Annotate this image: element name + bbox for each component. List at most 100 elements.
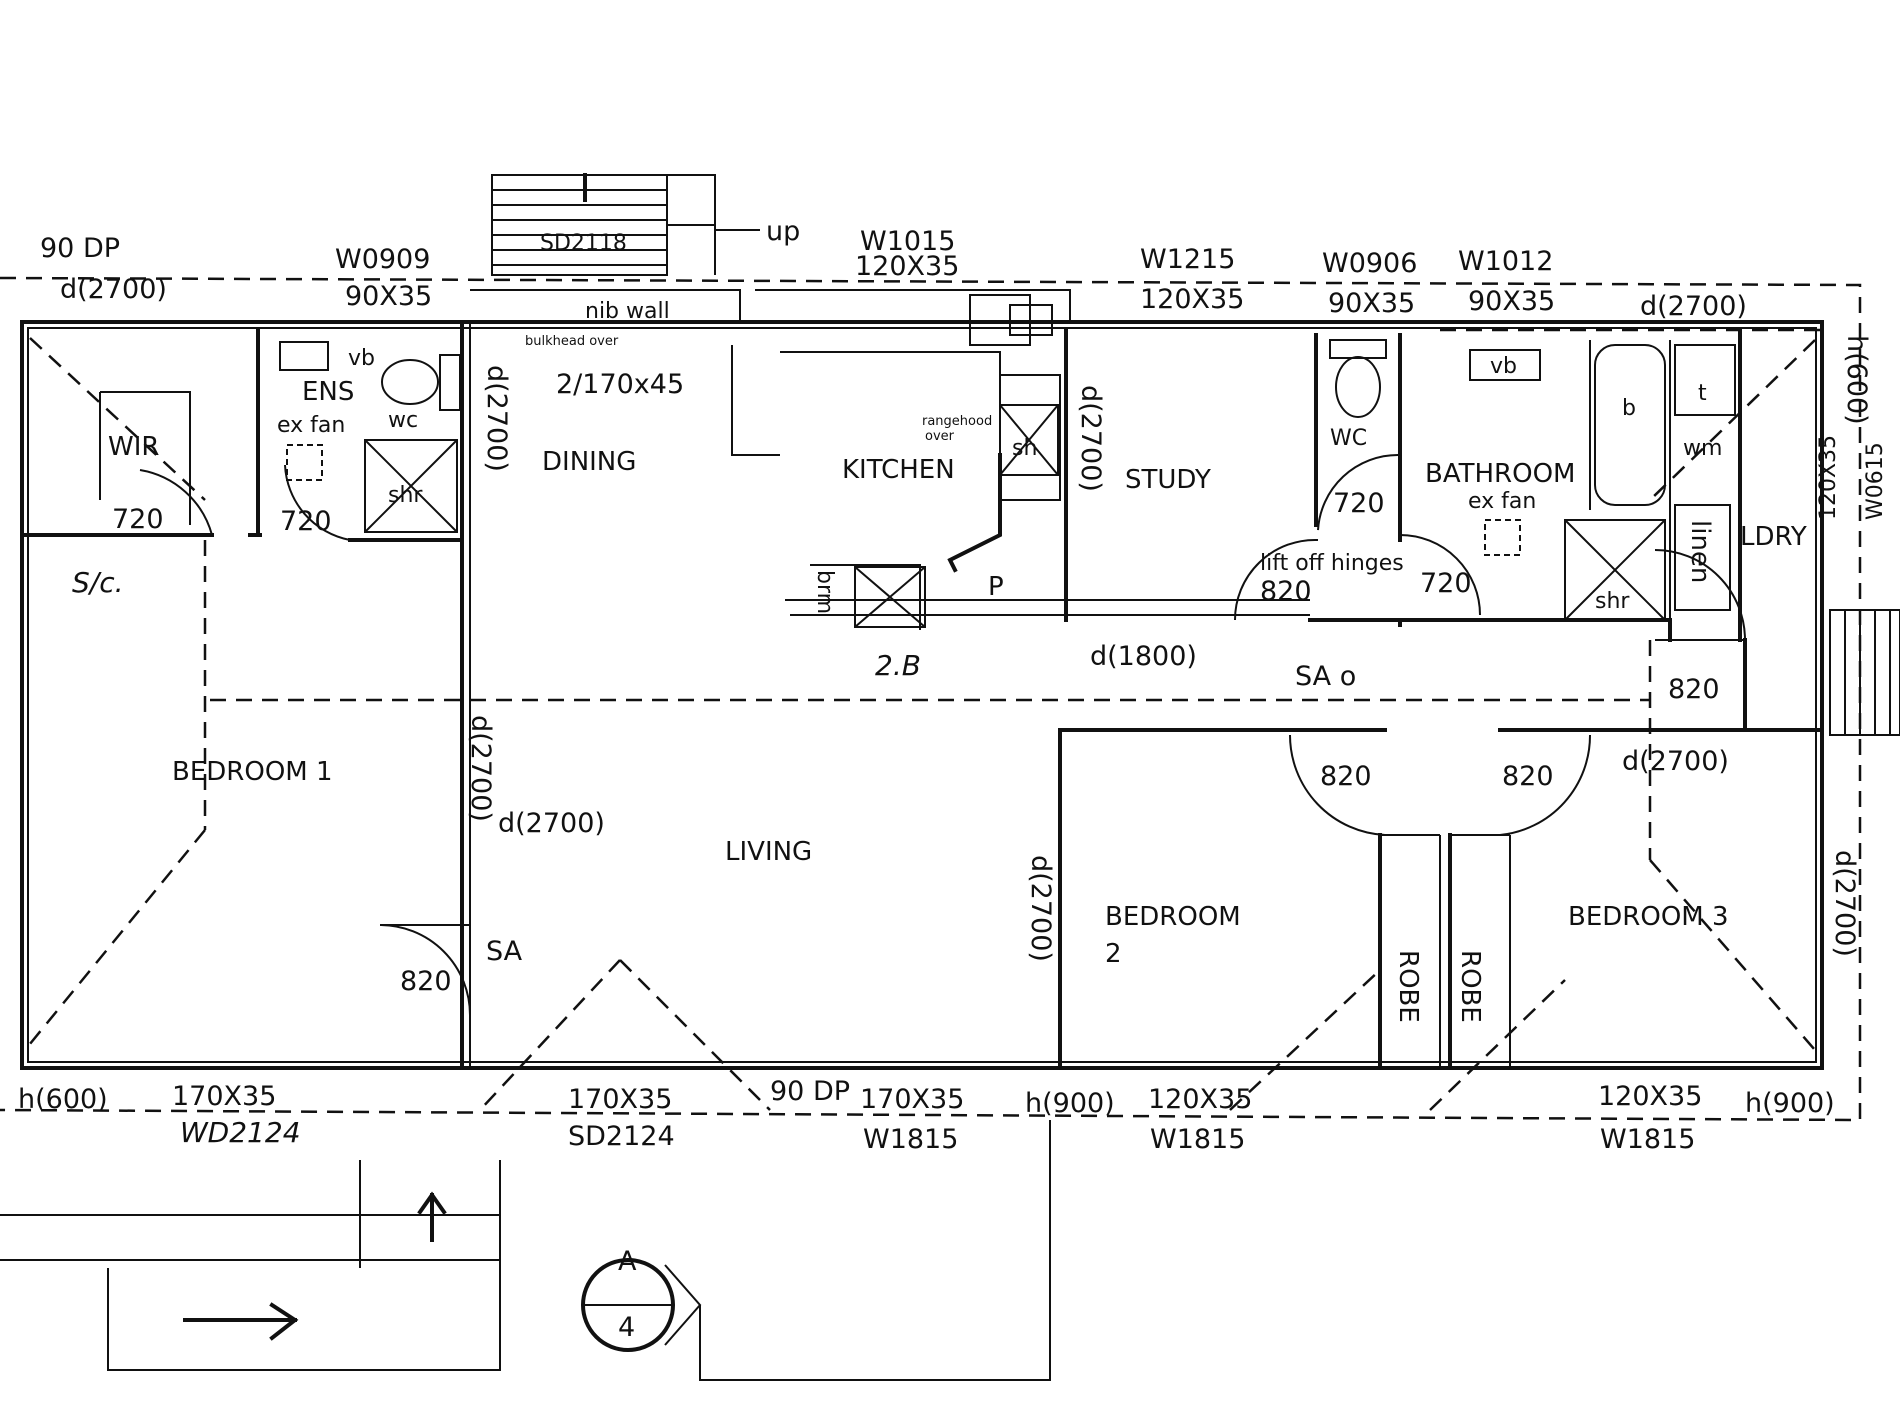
label-bulkhead: bulkhead over	[525, 334, 619, 349]
dim-d2700-bed3: d(2700)	[1622, 746, 1729, 777]
label-section-letter: A	[618, 1246, 637, 1277]
dim-d2700-vert-bed2: d(2700)	[1025, 855, 1056, 962]
label-section-number: 4	[618, 1312, 635, 1343]
dim-w0906: W0906	[1322, 248, 1417, 279]
fixture-labels: vb wc shr ex fan WC vb b t wm ex fan shr…	[40, 216, 1722, 1343]
label-up: up	[766, 216, 800, 247]
room-labels: WIR ENS BEDROOM 1 DINING KITCHEN STUDY B…	[108, 377, 1807, 1023]
label-wc: WC	[1330, 426, 1367, 451]
dim-170x35-c: 170X35	[860, 1084, 964, 1115]
label-sh-kitchen: sh	[1012, 436, 1037, 461]
dim-d2700-living: d(2700)	[498, 808, 605, 839]
label-beam: 2/170x45	[556, 369, 684, 400]
dim-90x35-c: 90X35	[1468, 286, 1555, 317]
label-bathroom: BATHROOM	[1425, 459, 1575, 489]
internal-walls	[20, 289, 1822, 1070]
label-kitchen: KITCHEN	[842, 455, 955, 485]
label-dining: DINING	[542, 447, 636, 477]
label-tub: t	[1698, 381, 1707, 406]
label-pantry: P	[988, 572, 1004, 602]
door-720-bath: 720	[1420, 568, 1472, 599]
dim-d2700-vert-right: d(2700)	[1829, 850, 1860, 957]
label-bedroom2: BEDROOM	[1105, 902, 1241, 932]
dim-d2700-top-left: d(2700)	[60, 274, 167, 305]
dim-d1800: d(1800)	[1090, 641, 1197, 672]
label-bedroom1: BEDROOM 1	[172, 757, 333, 787]
dim-120x35-d: 120X35	[1598, 1081, 1702, 1112]
door-720-wir: 720	[112, 504, 164, 535]
label-wir: WIR	[108, 432, 159, 462]
dim-90x35-b: 90X35	[1328, 288, 1415, 319]
label-bedroom3: BEDROOM 3	[1568, 902, 1729, 932]
handwritten-notes: S/c. 2.B	[72, 566, 921, 682]
dim-d2700-vert-ens: d(2700)	[481, 365, 512, 472]
dim-w1815-a: W1815	[863, 1124, 958, 1155]
label-linen: linen	[1685, 520, 1715, 583]
outer-walls	[20, 320, 1824, 1070]
label-ldry: LDRY	[1740, 522, 1807, 552]
label-study: STUDY	[1125, 465, 1211, 495]
dim-170x35-a: 170X35	[172, 1081, 276, 1112]
dim-h900-b: h(900)	[1745, 1088, 1835, 1119]
dim-120x35-b: 120X35	[1140, 284, 1244, 315]
label-dp-top: 90 DP	[40, 233, 120, 264]
dim-d2700-top-right: d(2700)	[1640, 291, 1747, 322]
label-lift-off: lift off hinges	[1260, 551, 1404, 576]
dim-120x35-c: 120X35	[1148, 1084, 1252, 1115]
dim-w1015: W1015	[860, 226, 955, 257]
label-dp-bottom: 90 DP	[770, 1076, 850, 1107]
dim-d2700-vert-kitchen: d(2700)	[1075, 385, 1106, 492]
label-rangehood: rangehood	[922, 414, 992, 429]
note-sc: S/c.	[72, 566, 124, 599]
dim-h600: h(600)	[18, 1084, 108, 1115]
dim-90x35-a: 90X35	[345, 281, 432, 312]
label-nib-wall: nib wall	[585, 299, 670, 324]
label-wc-ens: wc	[388, 408, 418, 433]
dim-120x35-a: 120X35	[855, 251, 959, 282]
dim-wd2124: WD2124	[180, 1116, 301, 1149]
note-2b: 2.B	[875, 649, 921, 682]
dim-h900-a: h(900)	[1025, 1088, 1115, 1119]
door-820-ldry: 820	[1668, 674, 1720, 705]
label-sa-living: SA	[486, 936, 523, 967]
label-rangehood-over: over	[925, 429, 955, 444]
label-sd-top: SD2118	[540, 231, 627, 256]
fixtures	[0, 173, 1900, 1381]
label-living: LIVING	[725, 837, 812, 867]
dim-w0909: W0909	[335, 244, 430, 275]
dim-170x35-b: 170X35	[568, 1084, 672, 1115]
eaves-outline	[0, 276, 1862, 1122]
label-ex-fan-bath: ex fan	[1468, 489, 1536, 514]
label-vb-bath: vb	[1490, 354, 1517, 379]
label-vb: vb	[348, 346, 375, 371]
door-820-study: 820	[1260, 576, 1312, 607]
door-820-bed3: 820	[1502, 761, 1554, 792]
label-robe-left: ROBE	[1393, 950, 1423, 1023]
dim-w1215: W1215	[1140, 244, 1235, 275]
door-820-living: 820	[400, 966, 452, 997]
door-720-wc: 720	[1333, 488, 1385, 519]
label-bath: b	[1622, 396, 1636, 421]
label-ens: ENS	[302, 377, 354, 407]
label-ex-fan-ens: ex fan	[277, 413, 345, 438]
label-bedroom2-number: 2	[1105, 939, 1122, 969]
dimension-labels: d(2700) W0909 90X35 W1015 120X35 W1215 1…	[18, 226, 1888, 1155]
door-720-ens: 720	[280, 506, 332, 537]
label-shr-ens: shr	[388, 483, 423, 508]
dim-w1012: W1012	[1458, 246, 1553, 277]
dim-w1815-c: W1815	[1600, 1124, 1695, 1155]
dim-120x35-vert: 120X35	[1816, 435, 1841, 520]
label-sa-hall: SA o	[1295, 661, 1356, 692]
label-wm: wm	[1683, 436, 1722, 461]
dim-h600-vert: h(600)	[1841, 335, 1872, 425]
dim-w0615-vert: W0615	[1863, 442, 1888, 520]
label-shr-bath: shr	[1595, 589, 1630, 614]
label-robe-right: ROBE	[1455, 950, 1485, 1023]
dim-w1815-b: W1815	[1150, 1124, 1245, 1155]
label-broom: brm	[812, 570, 837, 614]
roof-diagonals	[24, 337, 1816, 1111]
door-820-bed2: 820	[1320, 761, 1372, 792]
dim-d2700-vert-bed1: d(2700)	[465, 715, 496, 822]
door-swings	[139, 453, 1747, 1016]
